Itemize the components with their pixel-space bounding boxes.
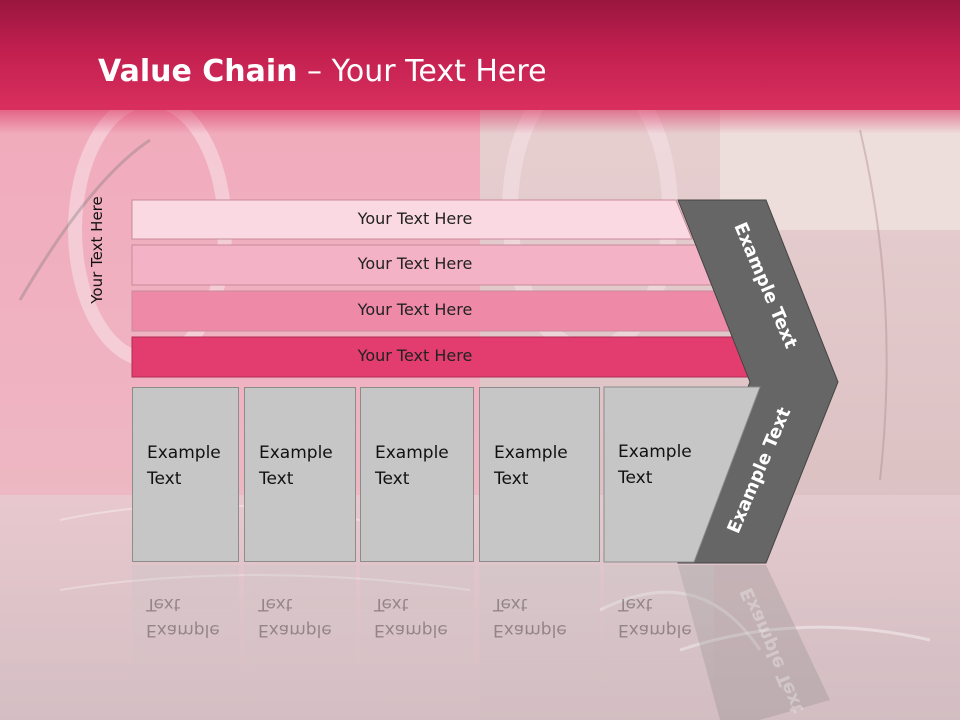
column-5-reflection-line1: Example <box>618 620 692 640</box>
column-5-reflection: Example Text <box>604 565 714 695</box>
bar-1-label: Your Text Here <box>357 209 473 228</box>
column-2-reflection-line2: Text <box>258 594 293 614</box>
title-rest: – Your Text Here <box>297 54 547 89</box>
bar-3-label: Your Text Here <box>357 300 473 319</box>
column-3-line1: Example <box>375 443 449 463</box>
column-5-shape <box>603 386 761 563</box>
column-1-reflection: Example Text <box>132 565 239 695</box>
chevron-reflection <box>678 565 830 720</box>
column-1-reflection-line1: Example <box>146 620 220 640</box>
column-4-reflection-line2: Text <box>493 594 528 614</box>
column-4[interactable]: Example Text <box>479 387 600 562</box>
column-4-reflection: Example Text <box>479 565 600 695</box>
column-5-line2: Text <box>618 468 653 488</box>
column-1-line2: Text <box>147 469 182 489</box>
column-2-reflection-line1: Example <box>258 620 332 640</box>
column-2-reflection: Example Text <box>244 565 356 695</box>
column-4-line2: Text <box>494 469 529 489</box>
slide-title[interactable]: Value Chain – Your Text Here <box>98 54 547 89</box>
column-2-line1: Example <box>259 443 333 463</box>
column-1-reflection-line2: Text <box>146 594 181 614</box>
column-3-reflection-line1: Example <box>374 620 448 640</box>
column-2[interactable]: Example Text <box>244 387 356 562</box>
column-3-reflection: Example Text <box>360 565 474 695</box>
title-bold: Value Chain <box>98 54 298 89</box>
column-1[interactable]: Example Text <box>132 387 239 562</box>
column-5[interactable]: Example Text <box>604 387 714 562</box>
bar-2-label: Your Text Here <box>357 254 473 273</box>
column-3-reflection-line2: Text <box>374 594 409 614</box>
bar-shape-1 <box>131 199 693 240</box>
column-5-reflection-line2: Text <box>618 594 653 614</box>
column-1-line1: Example <box>147 443 221 463</box>
column-5-line1: Example <box>618 442 692 462</box>
bar-4-label: Your Text Here <box>357 346 473 365</box>
column-3[interactable]: Example Text <box>360 387 474 562</box>
title-bar <box>0 0 960 110</box>
column-3-line2: Text <box>375 469 410 489</box>
column-4-line1: Example <box>494 443 568 463</box>
column-2-line2: Text <box>259 469 294 489</box>
column-4-reflection-line1: Example <box>493 620 567 640</box>
title-bar-fade <box>0 104 960 134</box>
